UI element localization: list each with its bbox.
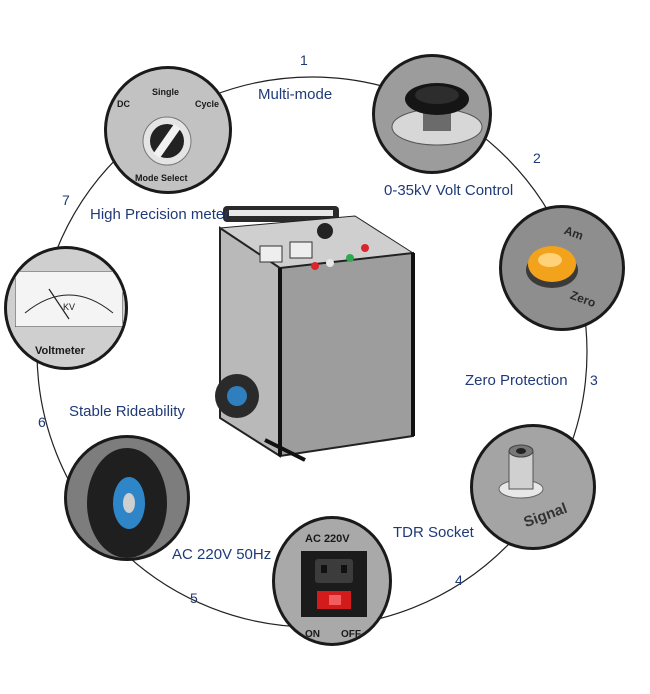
voltmeter-circle: KV Voltmeter: [4, 246, 128, 370]
mode-dc-label: DC: [117, 99, 130, 109]
wheel-icon: [87, 448, 167, 558]
mode-single-label: Single: [152, 87, 180, 97]
power-inlet-icon: [301, 551, 367, 617]
power-on-label: ON: [305, 629, 320, 640]
feature-number-4: 4: [455, 572, 463, 588]
tdr-socket-circle: Signal: [470, 424, 596, 550]
feature-number-5: 5: [190, 590, 198, 606]
product-image: [215, 206, 415, 462]
voltmeter-unit: KV: [63, 302, 76, 312]
feature-label-7: High Precision meter: [90, 206, 230, 223]
feature-number-7: 7: [62, 192, 70, 208]
feature-label-3: Zero Protection: [465, 372, 568, 389]
feature-number-6: 6: [38, 414, 46, 430]
volt-control-circle: [372, 54, 492, 174]
feature-label-4: TDR Socket: [393, 524, 474, 541]
voltmeter-dial-icon: [15, 271, 123, 327]
feature-label-6: Stable Rideability: [69, 403, 185, 420]
voltmeter-title: Voltmeter: [35, 345, 85, 357]
feature-label-1: Multi-mode: [258, 86, 333, 103]
mode-select-title: Mode Select: [135, 173, 188, 183]
volt-knob-icon: [391, 83, 483, 146]
lamp-zero-label: Zero: [568, 287, 598, 311]
feature-number-2: 2: [533, 150, 541, 166]
power-socket-circle: AC 220V ON OFF: [272, 516, 392, 646]
power-title: AC 220V: [305, 533, 350, 545]
feature-number-1: 1: [300, 52, 308, 68]
power-off-label: OFF: [341, 629, 361, 640]
bnc-socket-icon: [498, 444, 544, 499]
wheel-circle: [64, 435, 190, 561]
mode-knob-icon: [142, 116, 192, 166]
feature-label-5: AC 220V 50Hz: [172, 546, 272, 563]
amber-lamp-icon: [526, 246, 578, 288]
zero-protection-circle: Am Zero: [499, 205, 625, 331]
feature-label-2: 0-35kV Volt Control: [384, 182, 514, 199]
feature-number-3: 3: [590, 372, 598, 388]
mode-cycle-label: Cycle: [195, 99, 220, 109]
mode-select-circle: Single DC Cycle Mode Select: [104, 66, 232, 194]
